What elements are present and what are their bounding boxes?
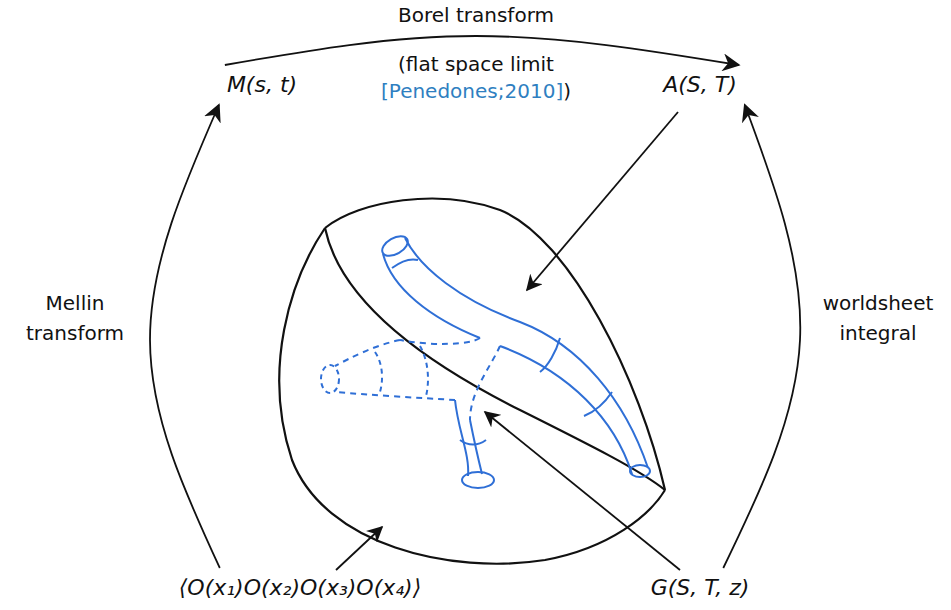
math-expression: ⟨O(x₁)O(x₂)O(x₃)O(x₄)⟩ — [175, 572, 425, 604]
edge-label: Borel transform — [376, 0, 576, 30]
math-text: M(s, t) — [227, 71, 297, 99]
note-text: (flat space limit — [398, 51, 554, 77]
note-text: ) — [563, 78, 571, 104]
math-text: ⟨O(x₁)O(x₂)O(x₃)O(x₄)⟩ — [179, 574, 421, 602]
leader-arrow — [485, 412, 680, 570]
edge-label: Mellin transform — [18, 288, 133, 348]
edge-label: worldsheet integral — [817, 288, 939, 348]
worldsheet — [321, 232, 650, 488]
cut-plane-edge — [325, 228, 665, 490]
transform-arrow — [723, 105, 800, 568]
cut-plane-edge — [325, 199, 665, 490]
math-expression: A(S, T) — [659, 69, 741, 101]
transform-arrow — [150, 105, 220, 568]
math-text: A(S, T) — [663, 71, 737, 99]
math-expression: M(s, t) — [223, 69, 301, 101]
math-expression: G(S, T, z) — [647, 572, 754, 604]
sphere-bowl — [279, 228, 665, 564]
citation-link: [Penedones;2010] — [381, 78, 563, 104]
leader-arrow — [336, 527, 382, 570]
leader-arrow — [527, 112, 678, 290]
math-text: G(S, T, z) — [651, 574, 750, 602]
